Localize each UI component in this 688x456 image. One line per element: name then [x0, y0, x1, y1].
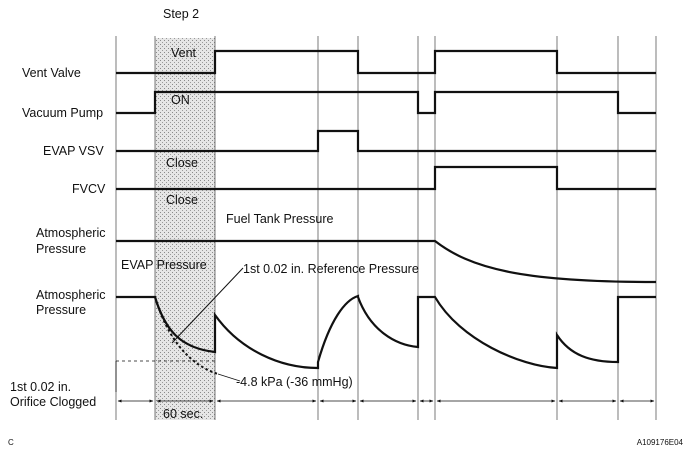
fuel-tank-atm-label-line2: Pressure: [36, 242, 86, 256]
evap-vsv-label: EVAP VSV: [43, 144, 104, 158]
evap-vsv-signal: [116, 129, 656, 153]
threshold-label: -4.8 kPa (-36 mmHg): [236, 375, 353, 389]
vacuum-pump-label: Vacuum Pump: [22, 106, 103, 120]
vent-annotation: Vent: [171, 46, 197, 60]
evap-pressure-curve: [116, 294, 656, 370]
evap-atm-label-line1: Atmospheric: [36, 288, 105, 302]
corner-letter: C: [8, 438, 14, 447]
evap-atm-label-line2: Pressure: [36, 303, 86, 317]
fvcv-signal: [116, 165, 656, 191]
reference-pressure-label: 1st 0.02 in. Reference Pressure: [243, 262, 419, 276]
threshold-leader: [217, 373, 241, 382]
step2-shaded-region: [155, 38, 215, 420]
vent-valve-signal: [116, 49, 656, 75]
fuel-tank-pressure-label: Fuel Tank Pressure: [226, 212, 334, 226]
reference-pressure-leader: [171, 267, 244, 344]
figure-id: A109176E04: [637, 438, 684, 447]
duration-label: 60 sec.: [163, 407, 203, 421]
clogged-label-line2: Orifice Clogged: [10, 395, 96, 409]
vacuum-pump-signal: [116, 90, 656, 115]
fvcv-label: FVCV: [72, 182, 106, 196]
close-vsv-annotation: Close: [166, 156, 198, 170]
evap-pressure-label: EVAP Pressure: [121, 258, 207, 272]
fuel-tank-atm-label-line1: Atmospheric: [36, 226, 105, 240]
step-label: Step 2: [163, 7, 199, 21]
clogged-label-line1: 1st 0.02 in.: [10, 380, 71, 394]
fuel-tank-pressure-curve: [116, 239, 657, 284]
close-fvcv-annotation: Close: [166, 193, 198, 207]
on-annotation: ON: [171, 93, 190, 107]
vent-valve-label: Vent Valve: [22, 66, 81, 80]
